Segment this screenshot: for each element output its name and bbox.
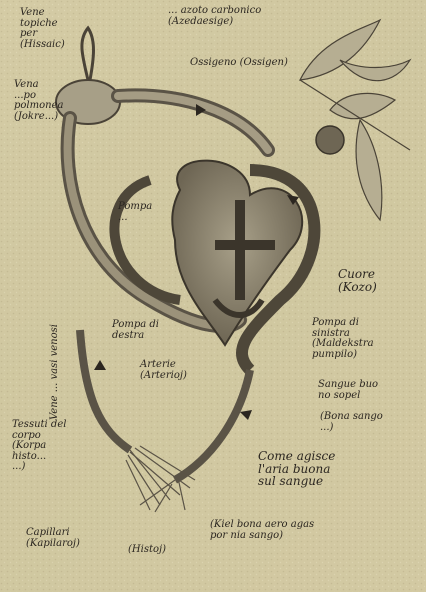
label-ossigeno: Ossigeno (Ossigen) xyxy=(190,58,288,69)
label-azoto: ... azoto carbonico(Azedaesige) xyxy=(168,6,261,27)
label-bona-sango: (Bona sango...) xyxy=(320,412,383,433)
label-vasi-venosi: Vene ... vasi venosi xyxy=(50,324,61,420)
fruit xyxy=(316,126,344,154)
label-arterie: Arterie(Arterioj) xyxy=(140,360,187,381)
label-capillari: Capillari(Kapilaroj) xyxy=(26,528,80,549)
label-cuore: Cuore(Kozo) xyxy=(338,268,377,293)
label-pompa: Pompa... xyxy=(118,202,152,223)
label-histoj: (Histoj) xyxy=(128,545,166,556)
